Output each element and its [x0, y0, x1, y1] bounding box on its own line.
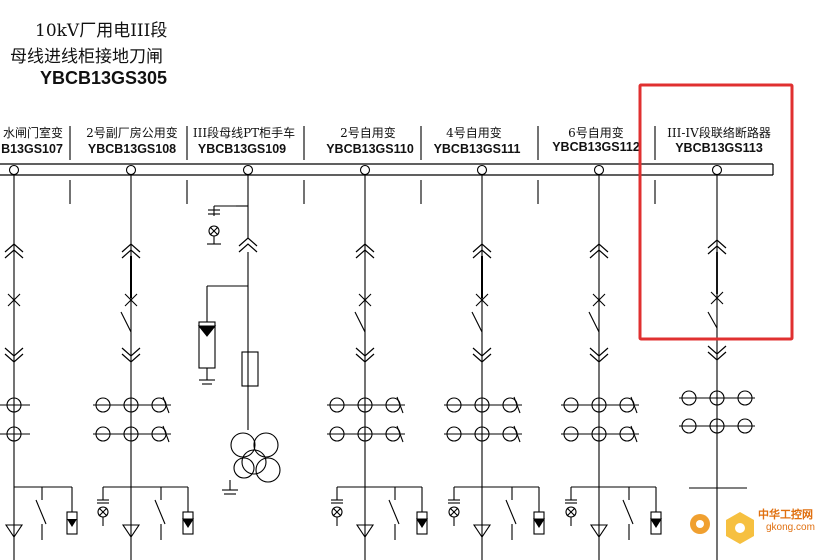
feeder-107-code: B13GS107 — [1, 142, 63, 156]
feeder-108-code: YBCB13GS108 — [87, 142, 177, 156]
feeder-109-code: YBCB13GS109 — [197, 142, 287, 156]
feeder-111-code: YBCB13GS111 — [433, 142, 521, 156]
busbar — [0, 163, 774, 176]
feeder-107-name: 水闸门室变 — [2, 126, 63, 140]
diagram-title-line1: 10kV厂用电III段 — [35, 21, 168, 41]
feeder-109-pt-circuit — [197, 164, 281, 495]
watermark-logo-icon — [690, 512, 754, 544]
highlight-box — [638, 83, 794, 341]
feeder-112-name: 6号自用变 — [568, 126, 624, 140]
diagram-title-code: YBCB13GS305 — [40, 68, 168, 88]
diagram-title-line2: 母线进线柜接地刀闸 — [10, 47, 163, 67]
feeder-108-circuit — [93, 164, 194, 560]
watermark-brand: 中华工控网 — [758, 508, 813, 521]
feeder-110-circuit — [327, 164, 428, 560]
feeder-circuits — [93, 164, 662, 560]
feeder-113-name: III-IV段联络断路器 — [667, 126, 771, 140]
feeder-113-circuit — [679, 164, 755, 560]
watermark-url: gkong.com — [766, 522, 815, 533]
feeder-110-name: 2号自用变 — [340, 126, 396, 140]
feeder-108-name: 2号副厂房公用变 — [86, 126, 178, 140]
feeder-112-code: YBCB13GS112 — [552, 140, 640, 154]
feeder-111-name: 4号自用变 — [446, 126, 502, 140]
feeder-112-circuit — [561, 164, 662, 560]
feeder-111-circuit — [444, 164, 545, 560]
feeder-109-name: III段母线PT柜手车 — [192, 126, 296, 140]
feeder-113-code: YBCB13GS113 — [675, 141, 763, 155]
panel-dividers — [69, 126, 656, 204]
feeder-107-circuit — [0, 164, 78, 560]
feeder-110-code: YBCB13GS110 — [326, 142, 414, 156]
